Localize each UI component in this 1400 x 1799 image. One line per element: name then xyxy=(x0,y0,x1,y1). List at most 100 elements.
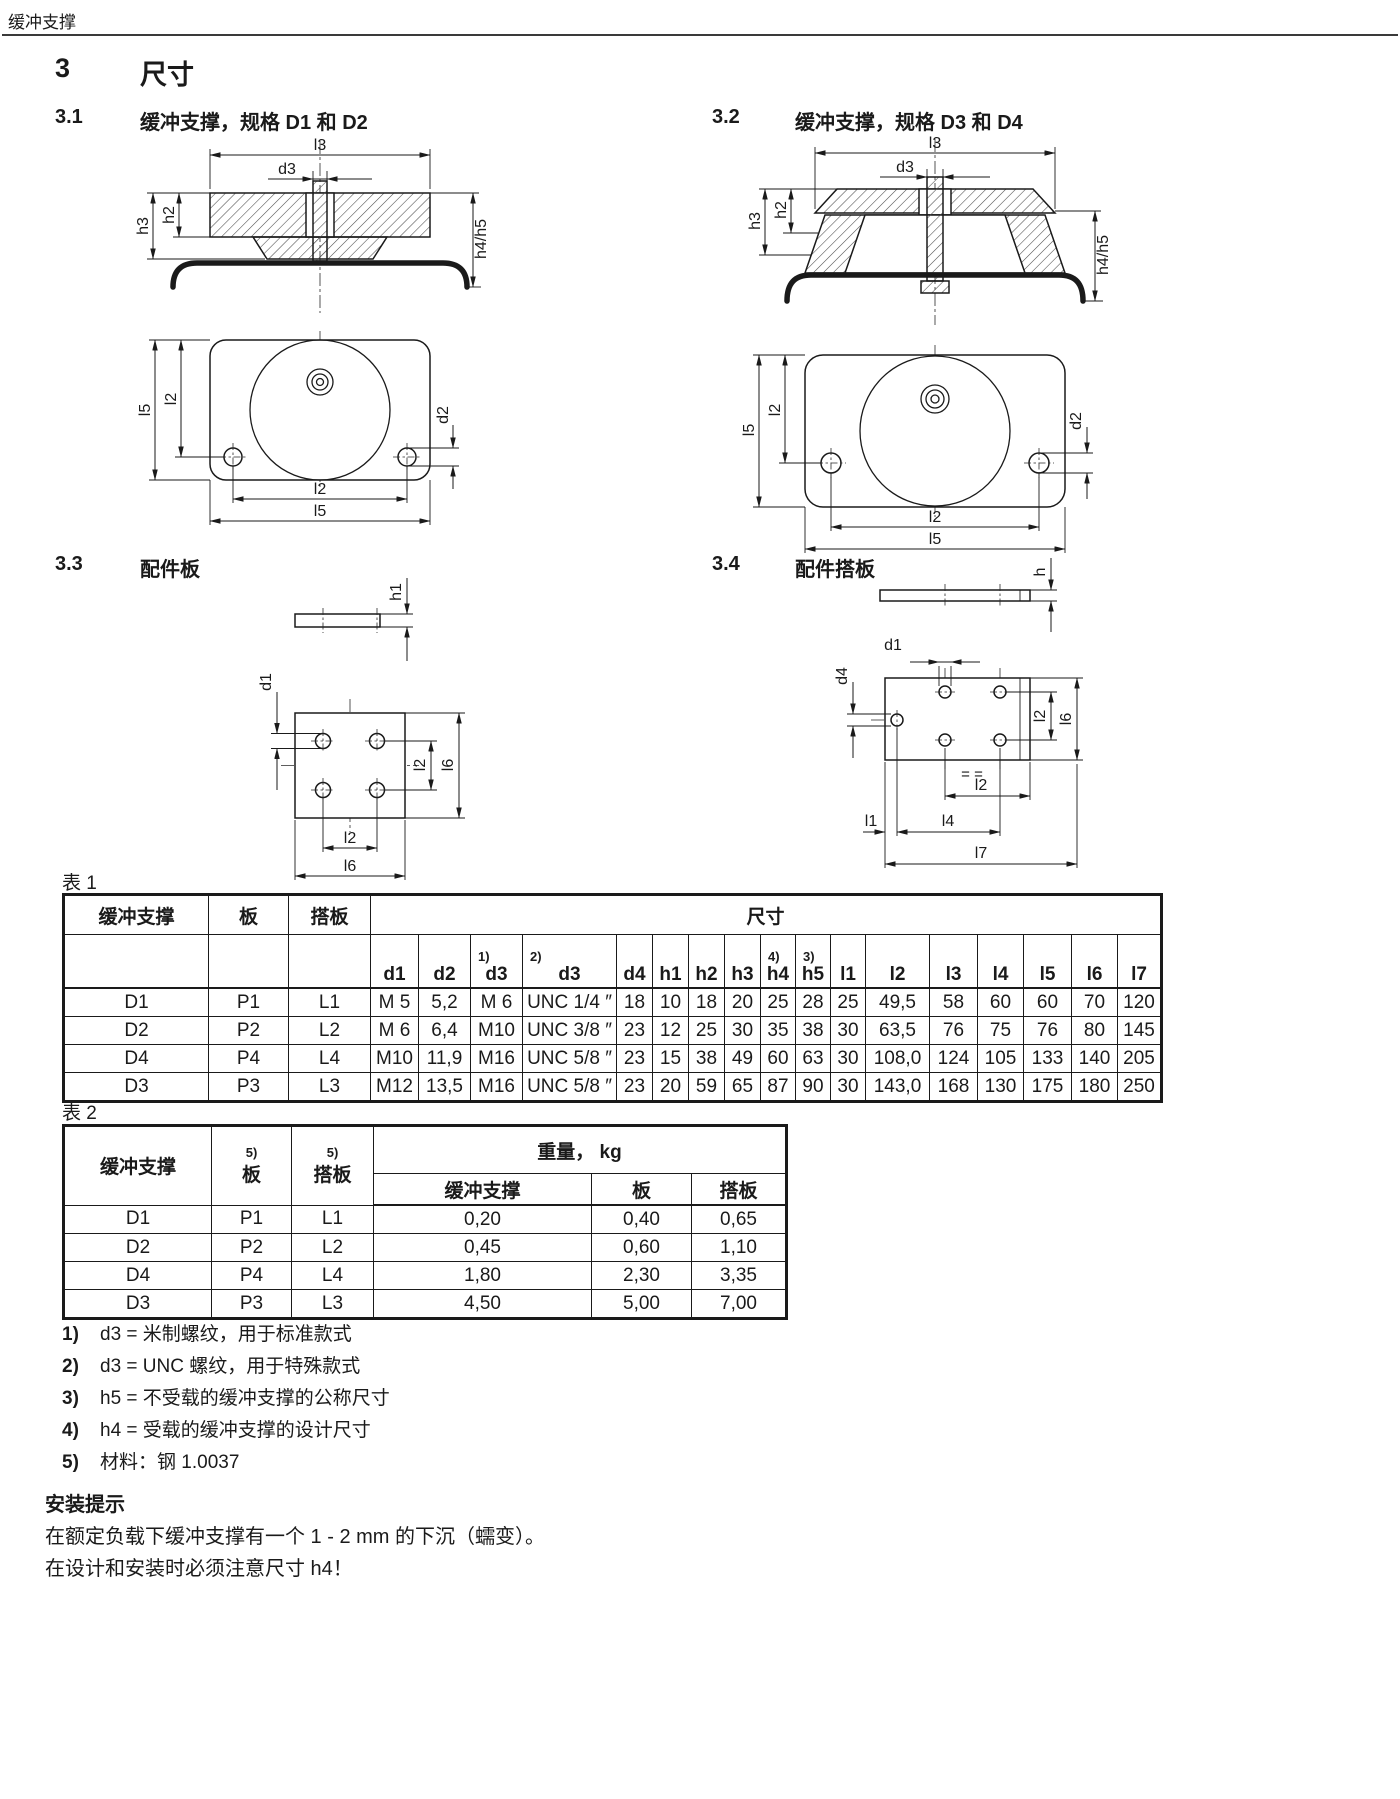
t1-cell: 133 xyxy=(1023,1044,1072,1073)
t2-cell: L1 xyxy=(291,1204,374,1234)
fig31-section-view: l3 d3 h3 h2 h4/h5 xyxy=(135,137,490,313)
t1-cell: 87 xyxy=(760,1072,796,1102)
equals-marks: = = xyxy=(961,766,983,783)
section-title: 尺寸 xyxy=(140,60,194,90)
t1-cell: 49 xyxy=(724,1044,761,1073)
t1-cell: 105 xyxy=(977,1044,1024,1073)
t2-cell: 4,50 xyxy=(373,1289,592,1319)
t1-data-row: D3 P3 L3 M12 13,5 M16 UNC 5/8 ″ 23 20 59… xyxy=(63,1072,1162,1102)
footnotes-list: 1)d3 = 米制螺纹，用于标准款式 2)d3 = UNC 螺纹，用于特殊款式 … xyxy=(62,1322,390,1482)
t2-cell: D4 xyxy=(63,1261,212,1290)
t1-cell: 23 xyxy=(616,1016,653,1045)
t1-subheader-footnote-ref xyxy=(691,949,722,965)
dim-label-l5: l5 xyxy=(314,503,327,520)
t2-subheader-cell: 缓冲支撑 xyxy=(373,1173,592,1206)
t1-cell: 168 xyxy=(929,1072,978,1102)
t1-data-row: D2 P2 L2 M 6 6,4 M10 UNC 3/8 ″ 23 12 25 … xyxy=(63,1016,1162,1045)
t2-header-support: 缓冲支撑 xyxy=(63,1125,212,1206)
t1-subheader-cell: h3 xyxy=(724,934,761,989)
t1-cell: 145 xyxy=(1117,1016,1162,1045)
t1-cell: 80 xyxy=(1071,1016,1118,1045)
t1-subheader-empty xyxy=(288,934,371,989)
dim-label-l2: l2 xyxy=(975,777,988,794)
t1-cell: 5,2 xyxy=(418,987,471,1017)
t1-subheader-label: d2 xyxy=(433,964,456,985)
dim-label-l6: l6 xyxy=(440,759,457,772)
t1-cell: 13,5 xyxy=(418,1072,471,1102)
t2-cell: P1 xyxy=(211,1204,292,1234)
t1-subheader-label: d3 xyxy=(558,964,581,985)
t2-subheader-row: 缓冲支撑 板 搭板 xyxy=(64,1173,787,1206)
t1-subheader-empty xyxy=(208,934,289,989)
footnote-number: 4) xyxy=(62,1420,79,1441)
t2-data-row: D1 P1 L1 0,20 0,40 0,65 xyxy=(63,1204,787,1234)
fig33-title: 配件板 xyxy=(140,559,200,581)
t1-cell: 143,0 xyxy=(865,1072,930,1102)
t1-subheader-row: d1 d2 1) d3 2) d3 xyxy=(63,934,1162,989)
footnote-number: 3) xyxy=(62,1388,79,1409)
t1-cell: M10 xyxy=(370,1044,419,1073)
t1-cell: M 6 xyxy=(370,1016,419,1045)
t1-cell: 10 xyxy=(652,987,689,1017)
t1-subheader-footnote-ref xyxy=(421,949,468,965)
t1-subheader-cell: l7 xyxy=(1117,934,1162,989)
dim-label-l3: l3 xyxy=(929,135,942,152)
t1-subheader-cell: 4) h4 xyxy=(760,934,796,989)
t1-subheader-cell: 3) h5 xyxy=(795,934,831,989)
t1-cell: 120 xyxy=(1117,987,1162,1017)
dim-label-d1: d1 xyxy=(258,673,275,691)
t1-subheader-cell: l1 xyxy=(830,934,866,989)
footnote-number: 2) xyxy=(62,1356,79,1377)
t2-cell: D1 xyxy=(63,1204,212,1234)
footnote-text: 材料：钢 1.0037 xyxy=(100,1452,240,1473)
t1-data-row: D1 P1 L1 M 5 5,2 M 6 UNC 1/4 ″ 18 10 18 … xyxy=(63,987,1162,1017)
t1-subheader-label: h4 xyxy=(766,964,790,985)
dim-label-d3: d3 xyxy=(278,161,296,178)
t1-cell: UNC 1/4 ″ xyxy=(522,987,617,1017)
t2-cell: L4 xyxy=(291,1261,374,1290)
footnote-text: h5 = 不受载的缓冲支撑的公称尺寸 xyxy=(100,1388,390,1409)
t1-subheader-footnote-ref xyxy=(727,949,758,965)
t1-cell: 124 xyxy=(929,1044,978,1073)
t1-subheader-cell: l2 xyxy=(865,934,930,989)
t1-cell: 60 xyxy=(977,987,1024,1017)
t1-header-support: 缓冲支撑 xyxy=(63,894,209,935)
t1-cell: D3 xyxy=(63,1072,209,1102)
t1-cell: 11,9 xyxy=(418,1044,471,1073)
fig32-number: 3.2 xyxy=(712,106,740,128)
t1-subheader-cell: d4 xyxy=(616,934,653,989)
t1-cell: 38 xyxy=(688,1044,725,1073)
t1-subheader-footnote-ref xyxy=(1026,949,1069,965)
t1-cell: 76 xyxy=(929,1016,978,1045)
dim-label-l2: l2 xyxy=(412,759,429,772)
t1-cell: D2 xyxy=(63,1016,209,1045)
t2-data-row: D3 P3 L3 4,50 5,00 7,00 xyxy=(63,1289,787,1319)
footnote-item: 5)材料：钢 1.0037 xyxy=(62,1450,390,1482)
t1-subheader-label: h5 xyxy=(801,964,825,985)
t2-plate-label: 板 xyxy=(241,1164,261,1186)
dim-label-d4: d4 xyxy=(834,667,851,685)
t1-cell: 23 xyxy=(616,1044,653,1073)
t1-subheader-label: l7 xyxy=(1131,964,1147,985)
t1-header-strap: 搭板 xyxy=(288,894,371,935)
dim-label-d3: d3 xyxy=(896,159,914,176)
footnote-number: 1) xyxy=(62,1324,79,1345)
t1-cell: UNC 5/8 ″ xyxy=(522,1072,617,1102)
t1-cell: 20 xyxy=(724,987,761,1017)
page-header-title: 缓冲支撑 xyxy=(8,13,76,32)
t1-cell: 76 xyxy=(1023,1016,1072,1045)
figure-3-2-drawing: l3 d3 h3 h2 h4/h5 xyxy=(741,135,1112,553)
dim-label-h4-h5: h4/h5 xyxy=(473,219,490,259)
t2-subheader-cell: 搭板 xyxy=(691,1173,787,1206)
t1-cell: M16 xyxy=(470,1044,523,1073)
fig32-title: 缓冲支撑，规格 D3 和 D4 xyxy=(795,112,1023,134)
t1-subheader-label: l4 xyxy=(992,964,1009,985)
t1-subheader-label: l3 xyxy=(945,964,962,985)
t1-cell: 90 xyxy=(795,1072,831,1102)
footnote-item: 2)d3 = UNC 螺纹，用于特殊款式 xyxy=(62,1354,390,1386)
t1-subheader-label: h1 xyxy=(659,964,682,985)
t1-cell: 23 xyxy=(616,1072,653,1102)
dim-label-l3: l3 xyxy=(314,137,327,154)
t1-subheader-label: d3 xyxy=(485,964,508,985)
t2-cell: 1,80 xyxy=(373,1261,592,1290)
